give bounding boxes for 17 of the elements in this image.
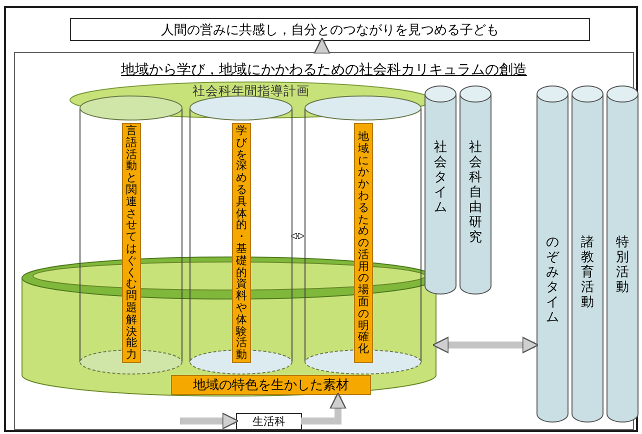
theme-label: 学びを深める具体的・基礎的資料や体験活動	[232, 123, 251, 363]
column-label: 特別活動	[615, 235, 630, 295]
column-label: 社会科自由研究	[468, 140, 483, 245]
block-arrow	[180, 412, 239, 430]
theme-label: 言語活動と関連させてはぐくむ問題解決能力	[122, 123, 141, 363]
theme-label: 地域にかかわるための活用の場面の明確化	[354, 123, 373, 363]
material-label: 地域の特色を生かした素材	[171, 375, 371, 395]
goal-statement-box: 人間の営みに共感し，自分とのつながりを見つめる子ども	[70, 18, 590, 41]
column-label: 諸教育活動	[580, 235, 595, 310]
plan-heading: 社会科年間指導計画	[192, 83, 310, 100]
block-arrow	[314, 37, 330, 54]
column-label: 社会タイム	[433, 140, 448, 215]
column-label: のぞみタイム	[545, 235, 560, 325]
block-arrow	[432, 336, 539, 354]
arrow	[290, 232, 305, 240]
frame-heading: 地域から学び，地域にかかわるための社会科カリキュラムの創造	[121, 62, 527, 78]
subject-box: 生活科	[236, 413, 302, 430]
